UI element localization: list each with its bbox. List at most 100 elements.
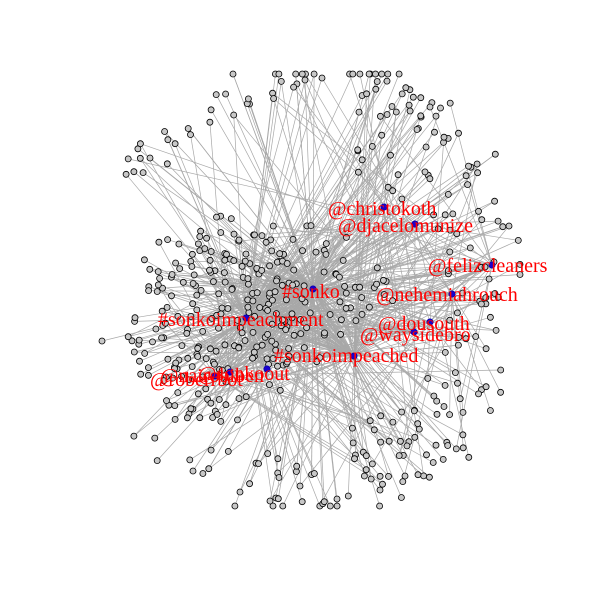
graph-node bbox=[296, 316, 304, 323]
graph-node bbox=[422, 143, 430, 151]
graph-node bbox=[221, 256, 229, 264]
graph-node bbox=[434, 225, 442, 233]
graph-node bbox=[208, 314, 216, 322]
graph-node bbox=[187, 312, 195, 320]
graph-edge bbox=[269, 288, 314, 502]
graph-node bbox=[358, 156, 366, 164]
graph-edge bbox=[380, 116, 493, 266]
graph-node bbox=[266, 497, 274, 505]
graph-node bbox=[279, 316, 286, 324]
graph-node bbox=[310, 470, 318, 477]
graph-node bbox=[326, 502, 334, 510]
graph-edge bbox=[214, 375, 371, 422]
graph-edge bbox=[295, 73, 314, 290]
graph-node bbox=[188, 263, 196, 270]
hub-label: @felizcleaners bbox=[428, 255, 548, 277]
graph-node bbox=[274, 455, 282, 463]
graph-node bbox=[122, 170, 130, 178]
graph-node bbox=[242, 393, 250, 401]
graph-node bbox=[403, 442, 411, 450]
graph-node bbox=[190, 271, 198, 279]
graph-node bbox=[130, 348, 138, 356]
graph-node bbox=[335, 273, 343, 281]
graph-edge bbox=[245, 81, 282, 319]
graph-node bbox=[370, 426, 378, 434]
graph-node bbox=[465, 162, 472, 170]
graph-edge bbox=[414, 223, 519, 241]
graph-node bbox=[264, 450, 272, 458]
graph-edge bbox=[172, 274, 453, 295]
graph-node bbox=[230, 111, 238, 119]
graph-node bbox=[437, 104, 444, 112]
graph-node bbox=[322, 250, 330, 258]
graph-edge bbox=[451, 293, 487, 349]
graph-node bbox=[290, 266, 298, 274]
graph-node bbox=[505, 222, 513, 230]
hub-node bbox=[211, 372, 219, 380]
graph-node bbox=[217, 310, 225, 318]
graph-edge bbox=[414, 223, 449, 271]
graph-node bbox=[516, 271, 524, 278]
graph-node bbox=[276, 386, 284, 394]
graph-node bbox=[426, 175, 434, 183]
graph-edge bbox=[413, 172, 478, 333]
graph-node bbox=[446, 411, 454, 419]
graph-node bbox=[174, 389, 182, 397]
graph-node bbox=[362, 452, 370, 460]
graph-node bbox=[401, 472, 409, 480]
graph-node bbox=[303, 324, 311, 332]
graph-node bbox=[197, 286, 205, 294]
graph-edge bbox=[245, 171, 359, 319]
graph-node bbox=[207, 106, 215, 114]
graph-node bbox=[414, 471, 422, 479]
graph-node bbox=[249, 328, 257, 336]
graph-node bbox=[149, 338, 156, 346]
graph-node bbox=[268, 320, 276, 328]
graph-node bbox=[171, 402, 179, 410]
graph-edge bbox=[277, 264, 493, 474]
graph-node bbox=[348, 424, 356, 432]
graph-node bbox=[146, 154, 154, 162]
graph-node bbox=[385, 472, 392, 480]
graph-node bbox=[453, 230, 461, 238]
graph-node bbox=[354, 146, 362, 154]
graph-edge bbox=[229, 334, 325, 373]
graph-edge bbox=[427, 321, 431, 379]
graph-node bbox=[433, 410, 441, 418]
graph-node bbox=[440, 403, 448, 410]
graph-node bbox=[212, 347, 220, 355]
graph-node bbox=[321, 329, 328, 337]
graph-node bbox=[377, 438, 385, 446]
graph-node bbox=[296, 482, 304, 490]
graph-edge bbox=[312, 288, 415, 412]
graph-node bbox=[358, 310, 366, 318]
graph-edge bbox=[372, 264, 493, 465]
graph-edge bbox=[353, 93, 367, 357]
graph-node bbox=[206, 256, 214, 264]
graph-node bbox=[222, 401, 230, 409]
graph-edge bbox=[245, 73, 315, 319]
graph-node bbox=[251, 312, 259, 320]
graph-node bbox=[275, 70, 283, 78]
graph-node bbox=[399, 478, 407, 486]
graph-node bbox=[246, 480, 254, 488]
graph-node bbox=[446, 248, 454, 256]
graph-node bbox=[413, 126, 421, 133]
graph-node bbox=[249, 354, 257, 362]
graph-node bbox=[194, 240, 202, 248]
graph-node bbox=[298, 70, 306, 78]
graph-node bbox=[389, 187, 397, 195]
graph-node bbox=[201, 245, 209, 253]
graph-edge bbox=[282, 355, 355, 507]
graph-node bbox=[475, 207, 482, 215]
graph-edge bbox=[245, 317, 269, 454]
graph-node bbox=[473, 160, 481, 168]
graph-edge bbox=[226, 254, 355, 357]
graph-node bbox=[168, 271, 176, 278]
graph-node bbox=[409, 93, 417, 101]
graph-node bbox=[146, 265, 154, 273]
graph-node bbox=[203, 234, 211, 242]
graph-node bbox=[365, 303, 373, 311]
graph-node bbox=[398, 195, 406, 203]
graph-edge bbox=[229, 371, 247, 397]
